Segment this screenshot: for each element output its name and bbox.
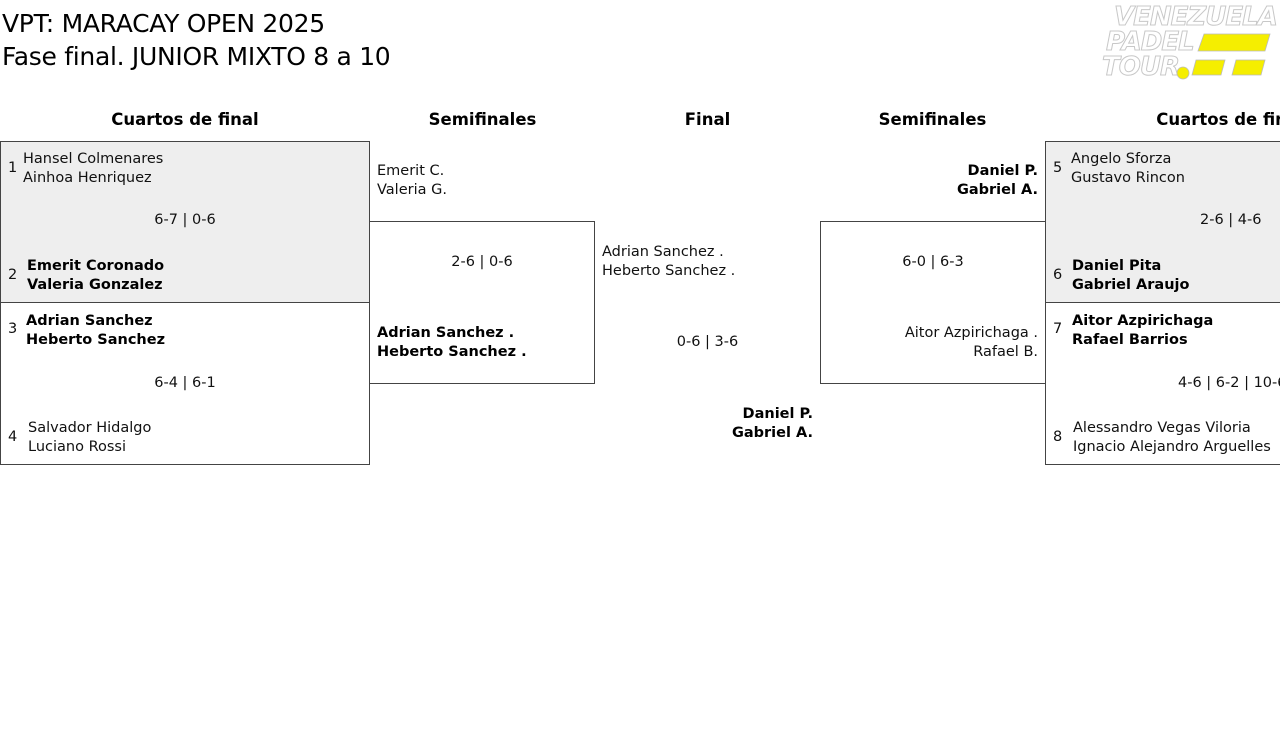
qf-match-2: 3 Adrian Sanchez Heberto Sanchez 6-4 | 6… — [0, 302, 370, 465]
player-name: Luciano Rossi — [28, 439, 127, 455]
round-header-sf-left: Semifinales — [428, 110, 537, 129]
match-score: 2-6 | 4-6 — [1200, 212, 1262, 228]
sf-right-top-player: Gabriel A. — [956, 182, 1038, 198]
player-name-winner: Gabriel Araujo — [1072, 277, 1190, 293]
match-score: 6-7 | 0-6 — [154, 212, 216, 228]
round-header-qf-right: Cuartos de final — [1156, 110, 1280, 129]
seed-number: 7 — [1053, 321, 1063, 337]
champion-player: Gabriel A. — [731, 425, 813, 441]
logo-racket-icon — [1176, 33, 1271, 80]
sf-right-match: 6-0 | 6-3 Aitor Azpirichaga . Rafael B. — [820, 221, 1046, 384]
match-score: 4-6 | 6-2 | 10-6 — [1178, 375, 1280, 391]
player-name: Angelo Sforza — [1071, 151, 1172, 167]
logo-text-line3: TOUR — [1102, 52, 1181, 82]
sf-right-top-player: Daniel P. — [967, 163, 1038, 179]
player-name: Salvador Hidalgo — [28, 420, 152, 436]
round-header-qf-left: Cuartos de final — [111, 110, 259, 129]
player-name-winner: Rafael Barrios — [1072, 332, 1188, 348]
final-top-player: Adrian Sanchez . — [602, 244, 724, 260]
player-name-winner: Aitor Azpirichaga — [1072, 313, 1214, 329]
logo-text-line1: VENEZUELA — [1114, 2, 1279, 32]
seed-number: 8 — [1053, 429, 1063, 445]
final-score: 0-6 | 3-6 — [676, 334, 739, 350]
qf-match-4: 7 Aitor Azpirichaga Rafael Barrios 4-6 |… — [1045, 302, 1280, 465]
vpt-logo: VENEZUELA PADEL TOUR — [1100, 2, 1279, 82]
player-name-winner: Valeria Gonzalez — [27, 277, 163, 293]
sf-left-top-player: Emerit C. — [377, 163, 445, 179]
player-name: Gustavo Rincon — [1071, 170, 1185, 186]
seed-number: 3 — [8, 321, 18, 337]
player-name: Alessandro Vegas Viloria — [1073, 420, 1251, 436]
round-header-sf-right: Semifinales — [878, 110, 987, 129]
seed-number: 2 — [8, 267, 18, 283]
seed-number: 4 — [8, 429, 18, 445]
player-name: Ignacio Alejandro Arguelles — [1073, 439, 1271, 455]
sf-left-top-player: Valeria G. — [377, 182, 447, 198]
sf-left-match: 2-6 | 0-6 Adrian Sanchez . Heberto Sanch… — [369, 221, 595, 384]
player-name-winner: Heberto Sanchez — [26, 332, 166, 348]
round-header-final: Final — [684, 110, 731, 129]
player-name-winner: Heberto Sanchez . — [377, 344, 527, 360]
seed-number: 1 — [8, 160, 18, 176]
page-subtitle: Fase final. JUNIOR MIXTO 8 a 10 — [2, 42, 391, 71]
page-title: VPT: MARACAY OPEN 2025 — [2, 9, 325, 38]
player-name: Hansel Colmenares — [23, 151, 164, 167]
player-name-winner: Emerit Coronado — [27, 258, 165, 274]
match-score: 6-4 | 6-1 — [154, 375, 216, 391]
seed-number: 5 — [1053, 160, 1063, 176]
qf-match-1: 1 Hansel Colmenares Ainhoa Henriquez 6-7… — [0, 141, 370, 303]
qf-match-3: 5 Angelo Sforza Gustavo Rincon 2-6 | 4-6… — [1045, 141, 1280, 303]
player-name-winner: Adrian Sanchez — [26, 313, 153, 329]
final-top-player: Heberto Sanchez . — [602, 263, 736, 279]
seed-number: 6 — [1053, 267, 1063, 283]
player-name-winner: Daniel Pita — [1072, 258, 1162, 274]
match-score: 6-0 | 6-3 — [902, 254, 964, 270]
logo-text-line2: PADEL — [1106, 27, 1196, 57]
match-score: 2-6 | 0-6 — [451, 254, 513, 270]
player-name: Ainhoa Henriquez — [23, 170, 152, 186]
player-name: Aitor Azpirichaga . — [904, 325, 1038, 341]
player-name-winner: Adrian Sanchez . — [377, 325, 515, 341]
player-name: Rafael B. — [973, 344, 1038, 360]
champion-player: Daniel P. — [742, 406, 813, 422]
